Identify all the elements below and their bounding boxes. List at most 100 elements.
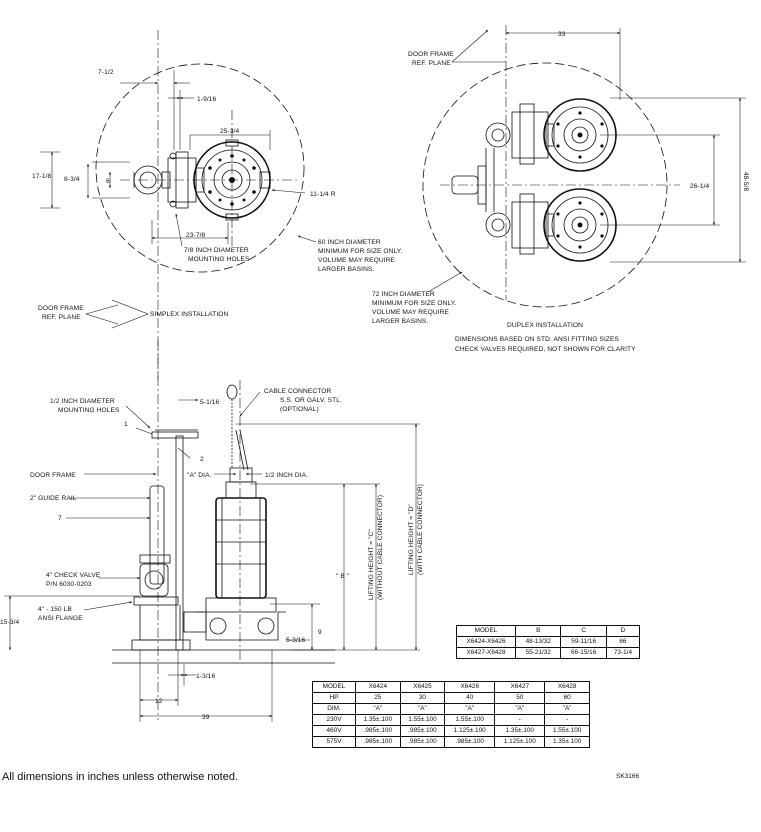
door-frame-label: DOOR FRAME [30,472,76,479]
dim-17-1-8: 17-1/8 [32,173,52,180]
elevation-view: 1/2 INCH DIAMETER MOUNTING HOLES CABLE C… [0,340,424,722]
table-row: HP 25 30 40 50 60 [312,692,590,704]
table-cell: 59-11/16 [560,636,607,648]
table-cell: 48-13/32 [514,636,562,648]
table-header: C [560,625,607,637]
table-cell: X6424-X6426 [456,636,516,648]
table-cell: - [494,714,546,726]
dim-15-3-4: 15-3/4 [0,619,20,626]
table-row: 575V .985±.100 .985±.100 .985±.100 1.125… [312,736,590,748]
sheet-code: SK3166 [616,773,640,780]
dim-1-3-16: 1-3/16 [196,673,216,680]
table-cell: 66-15/16 [560,647,607,659]
lift-d-1: LIFTING HEIGHT = "D" [408,504,415,575]
table-cell: X6427 [494,681,546,693]
table-header: MODEL [456,625,516,637]
duplex-pump-top [485,98,617,172]
simplex-door-frame-2: REF. PLANE [42,314,81,321]
simplex-title: SIMPLEX INSTALLATION [150,311,228,318]
elev-mounting-holes-2: MOUNTING HOLES [58,407,120,414]
table-cell: 1.55±.100 [399,714,446,726]
dim-9: 9 [318,629,322,636]
table-cell: "A" [399,703,446,715]
simplex-basin-outline [95,63,305,273]
elev-mounting-holes-1: 1/2 INCH DIAMETER [50,398,115,405]
elevation-pump [183,467,286,641]
table-cell: 1.55±.100 [544,725,590,737]
lift-c-1: LIFTING HEIGHT = "C" [368,529,375,600]
duplex-note-2: CHECK VALVES REQUIRED, NOT SHOWN FOR CLA… [455,346,636,353]
hp-voltage-table: MODEL X6424 X6425 X6426 X6427 X6428 HP 2… [312,681,590,748]
guide-rail [175,435,184,651]
table-cell: "A" [544,703,590,715]
dim-2: 2 [200,456,204,463]
flange-1: 4" - 150 LB [38,606,72,613]
duplex-title: DUPLEX INSTALLATION [507,322,583,329]
check-valve-1: 4" CHECK VALVE [46,572,101,579]
dim-48-5-8: 48-5/8 [742,172,749,192]
table-cell: 575V [312,736,356,748]
table-cell: X6425 [399,681,446,693]
dim-7-1-2: 7-1/2 [98,69,114,76]
dim-5-1-16: 5-1/16 [200,399,220,406]
table-cell: .985±.100 [355,725,401,737]
table-cell: X6428 [544,681,590,693]
table-cell: 25 [355,692,401,704]
dim-26-1-4: 26-1/4 [690,183,710,190]
duplex-basin-note-1: 72 INCH DIAMETER [372,291,435,298]
table-cell: 73-1/4 [605,647,641,659]
footer-note: All dimensions in inches unless otherwis… [2,771,239,783]
table-row: MODEL X6424 X6425 X6426 X6427 X6428 [312,681,590,693]
simplex-mounting-holes-1: 7/8 INCH DIAMETER [184,247,249,254]
table-cell: X6426 [444,681,496,693]
table-cell: .985±.100 [399,736,446,748]
duplex-basin-note-3: VOLUME MAY REQUIRE [372,309,450,316]
table-cell: 40 [444,692,496,704]
dim-5-3-16: 5-3/16 [286,637,306,644]
table-cell: MODEL [312,681,356,693]
a-dia-label: "A" DIA. [187,472,212,479]
table-cell: 66 [605,636,641,648]
table-cell: - [544,714,590,726]
table-cell: DIM. [312,703,356,715]
dim-7: 7 [58,515,62,522]
table-cell: 1.125±.100 [494,736,546,748]
dim-25-3-4: 25-3/4 [220,128,240,135]
simplex-mounting-holes-2: MOUNTING HOLES [188,256,250,263]
simplex-basin-note-2: MINIMUM FOR SIZE ONLY. [318,248,402,255]
table-row: DIM. "A" "A" "A" "A" "A" [312,703,590,715]
lift-d-2: (WITH CABLE CONNECTOR) [417,484,424,575]
model-dimension-table: MODEL B C D X6424-X6426 48-13/32 59-11/1… [456,625,641,659]
duplex-plan-view: DOOR FRAME REF. PLANE 33 48-5/8 26-1/4 7… [372,25,749,353]
table-row: 460V .985±.100 .985±.100 1.125±.100 1.35… [312,725,590,737]
cable-connector-1: CABLE CONNECTOR [264,388,331,395]
dim-1-9-16: 1-9/16 [197,96,217,103]
table-header: B [514,625,562,637]
simplex-basin-note-4: LARGER BASINS. [318,266,374,273]
dim-33: 33 [558,31,566,38]
table-header: D [605,625,641,637]
dim-12: 12 [155,698,163,705]
table-cell: "A" [355,703,401,715]
dim-b: " B " [336,573,350,580]
table-cell: 1.55±.100 [444,714,496,726]
table-row: X6427-X6428 55-21/32 66-15/16 73-1/4 [456,647,641,659]
lift-c-2: (WITHOUT CABLE CONNECTOR) [377,495,384,600]
duplex-basin-note-4: LARGER BASINS. [372,318,428,325]
duplex-door-frame-2: REF. PLANE [412,60,451,67]
dim-8-3-4: 8-3/4 [64,176,80,183]
guide-rail-label: 2" GUIDE RAIL [30,495,77,502]
table-cell: 1.35±.100 [544,736,590,748]
table-cell: .985±.100 [355,736,401,748]
table-cell: 1.35±.100 [494,725,546,737]
table-cell: 50 [494,692,546,704]
table-row: 230V 1.35±.100 1.55±.100 1.55±.100 - - [312,714,590,726]
table-cell: 30 [399,692,446,704]
simplex-basin-note-1: 60 INCH DIAMETER [318,239,381,246]
table-cell: "A" [494,703,546,715]
simplex-pump-plan [133,139,271,221]
cable-connector-3: (OPTIONAL) [280,406,319,413]
simplex-door-frame-1: DOOR FRAME [38,305,84,312]
simplex-plan-view: 7-1/2 1-9/16 25-3/4 17-1/8 8-3/4 6 11-1/… [32,30,402,380]
